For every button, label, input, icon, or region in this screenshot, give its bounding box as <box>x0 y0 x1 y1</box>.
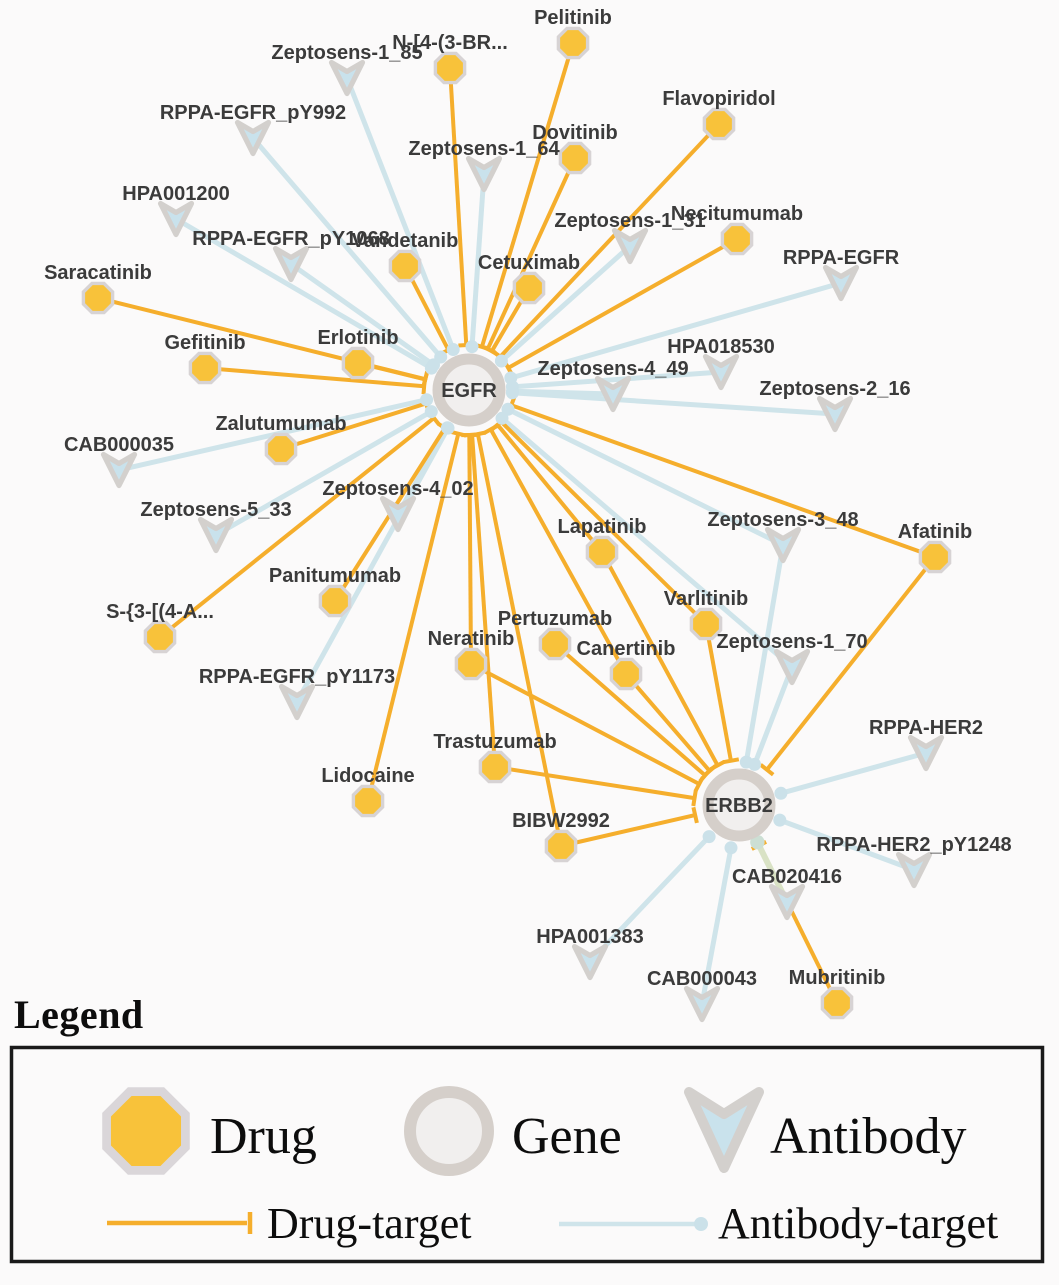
svg-text:S-{3-[(4-A...: S-{3-[(4-A... <box>106 601 214 623</box>
svg-text:Drug: Drug <box>210 1108 317 1165</box>
svg-text:EGFR: EGFR <box>441 380 497 402</box>
svg-text:Mubritinib: Mubritinib <box>789 967 886 989</box>
svg-text:RPPA-EGFR_pY992: RPPA-EGFR_pY992 <box>160 102 346 124</box>
svg-text:HPA001200: HPA001200 <box>122 183 229 205</box>
svg-text:CAB020416: CAB020416 <box>732 866 842 888</box>
svg-text:RPPA-EGFR_pY1173: RPPA-EGFR_pY1173 <box>199 666 395 688</box>
svg-text:Legend: Legend <box>14 992 144 1037</box>
svg-text:Zeptosens-4_02: Zeptosens-4_02 <box>322 478 473 500</box>
svg-text:Lidocaine: Lidocaine <box>321 765 414 787</box>
svg-text:Gefitinib: Gefitinib <box>164 332 245 354</box>
svg-text:CAB000035: CAB000035 <box>64 434 174 456</box>
svg-text:CAB000043: CAB000043 <box>647 968 757 990</box>
svg-text:Cetuximab: Cetuximab <box>478 252 580 274</box>
svg-text:Zeptosens-1_70: Zeptosens-1_70 <box>716 631 867 653</box>
svg-text:Saracatinib: Saracatinib <box>44 262 152 284</box>
svg-text:Flavopiridol: Flavopiridol <box>662 88 775 110</box>
svg-text:Zalutumumab: Zalutumumab <box>215 413 346 435</box>
svg-text:Canertinib: Canertinib <box>577 638 676 660</box>
svg-text:Gene: Gene <box>512 1108 622 1165</box>
svg-text:Zeptosens-5_33: Zeptosens-5_33 <box>140 499 291 521</box>
svg-text:Zeptosens-1_85: Zeptosens-1_85 <box>271 42 422 64</box>
svg-text:RPPA-HER2: RPPA-HER2 <box>869 717 983 739</box>
svg-text:Erlotinib: Erlotinib <box>317 327 398 349</box>
svg-text:RPPA-HER2_pY1248: RPPA-HER2_pY1248 <box>816 834 1011 856</box>
svg-text:Trastuzumab: Trastuzumab <box>433 731 556 753</box>
svg-text:Antibody: Antibody <box>770 1108 966 1165</box>
svg-text:Neratinib: Neratinib <box>428 628 515 650</box>
svg-text:HPA018530: HPA018530 <box>667 336 774 358</box>
svg-text:Zeptosens-4_49: Zeptosens-4_49 <box>537 358 688 380</box>
svg-text:Pelitinib: Pelitinib <box>534 7 612 29</box>
svg-text:Zeptosens-2_16: Zeptosens-2_16 <box>759 378 910 400</box>
svg-text:Zeptosens-1_31: Zeptosens-1_31 <box>554 210 705 232</box>
svg-text:RPPA-EGFR_pY1068: RPPA-EGFR_pY1068 <box>192 228 389 250</box>
svg-text:ERBB2: ERBB2 <box>705 795 773 817</box>
svg-text:Afatinib: Afatinib <box>898 521 972 543</box>
svg-text:Antibody-target: Antibody-target <box>718 1199 998 1248</box>
svg-text:BIBW2992: BIBW2992 <box>512 810 610 832</box>
svg-text:HPA001383: HPA001383 <box>536 926 643 948</box>
svg-text:RPPA-EGFR: RPPA-EGFR <box>783 247 900 269</box>
svg-text:Lapatinib: Lapatinib <box>558 516 647 538</box>
svg-text:Varlitinib: Varlitinib <box>664 588 748 610</box>
svg-text:Pertuzumab: Pertuzumab <box>498 608 612 630</box>
svg-text:Panitumumab: Panitumumab <box>269 565 401 587</box>
svg-text:Drug-target: Drug-target <box>267 1199 471 1248</box>
svg-text:Zeptosens-3_48: Zeptosens-3_48 <box>707 509 858 531</box>
svg-text:Zeptosens-1_64: Zeptosens-1_64 <box>408 138 560 160</box>
